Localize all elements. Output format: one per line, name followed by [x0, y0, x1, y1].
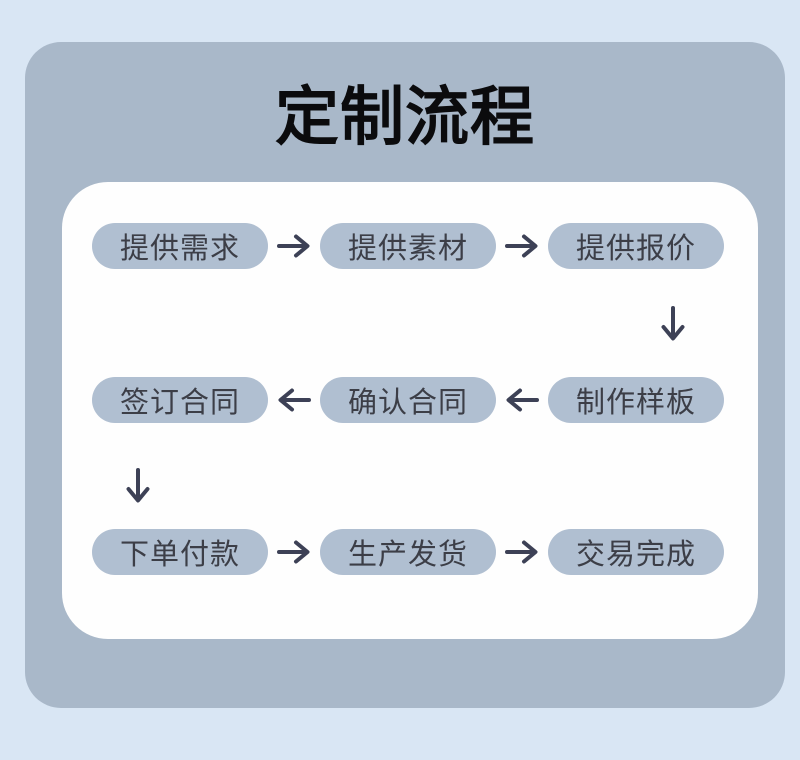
flow-step-make-sample: 制作样板	[548, 377, 724, 423]
flow-step-provide-quotation: 提供报价	[548, 223, 724, 269]
process-card: 定制流程 提供需求 提供素材 提供报价	[25, 42, 785, 708]
arrow-down-icon	[659, 305, 687, 343]
arrow-right-icon	[504, 233, 540, 259]
flow-step-provide-materials: 提供素材	[320, 223, 496, 269]
flow-step-label: 签订合同	[119, 387, 240, 419]
flow-step-transaction-complete: 交易完成	[548, 529, 724, 575]
arrow-right-icon	[276, 233, 312, 259]
arrow-down-icon	[124, 467, 152, 505]
flow-step-provide-requirements: 提供需求	[92, 223, 268, 269]
flow-step-label: 提供报价	[575, 233, 696, 265]
flow-step-production-shipping: 生产发货	[320, 529, 496, 575]
arrow-left-icon	[504, 387, 540, 413]
flow-step-label: 下单付款	[119, 539, 240, 571]
arrow-left-icon	[276, 387, 312, 413]
flow-step-label: 生产发货	[347, 539, 468, 571]
page-title: 定制流程	[275, 81, 535, 153]
arrow-right-icon	[276, 539, 312, 565]
arrow-right-icon	[504, 539, 540, 565]
flow-panel: 提供需求 提供素材 提供报价	[62, 182, 758, 639]
flow-step-label: 制作样板	[575, 387, 696, 419]
flow-step-label: 提供需求	[119, 233, 240, 265]
flow-step-confirm-contract: 确认合同	[320, 377, 496, 423]
flow-step-place-order-pay: 下单付款	[92, 529, 268, 575]
flow-step-sign-contract: 签订合同	[92, 377, 268, 423]
flow-step-label: 交易完成	[575, 539, 696, 571]
flow-step-label: 提供素材	[347, 233, 468, 265]
flow-step-label: 确认合同	[347, 387, 468, 419]
